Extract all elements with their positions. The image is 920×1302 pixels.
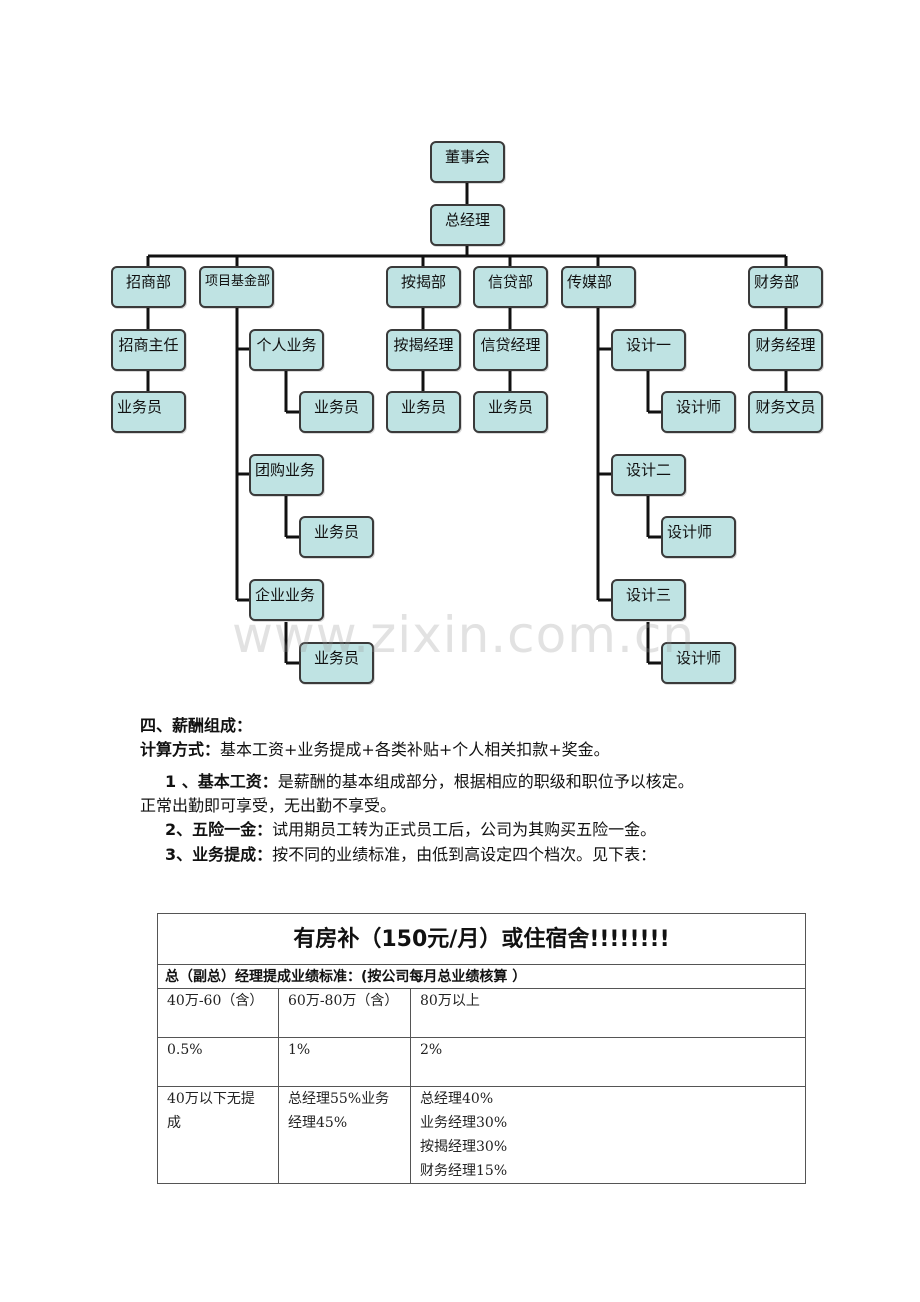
node-dept-chuanmei: 传媒部 [561,266,636,308]
table-column-divider [410,988,411,1184]
table-cell-line: 按揭经理30% [420,1139,508,1155]
table-column-divider [278,988,279,1184]
table-cell: 1% [288,1042,311,1058]
table-title: 有房补（150元/月）或住宿舍!!!!!!!! [293,927,670,952]
table-divider [158,1086,805,1087]
item1-line: 1 、基本工资：是薪酬的基本组成部分，根据相应的职级和职位予以核定。 [165,772,694,792]
item3-line: 3、业务提成：按不同的业绩标准，由低到高设定四个档次。见下表： [165,845,656,865]
item3-label: 3、业务提成： [165,845,273,864]
watermark: www.zixin.com.cn [232,606,696,664]
node-board: 董事会 [430,141,505,183]
table-cell-line: 财务经理15% [420,1163,508,1179]
node-xiangmu-group-1-staff: 业务员 [299,391,374,433]
item2-line: 2、五险一金：试用期员工转为正式员工后，公司为其购买五险一金。 [165,820,656,840]
node-anjie-staff: 业务员 [386,391,461,433]
table-cell-line: 总经理55%业务 [288,1091,390,1107]
item1-line2: 正常出勤即可享受，无出勤不享受。 [140,796,397,815]
calc-label: 计算方式： [140,740,221,759]
node-dept-caiwu: 财务部 [748,266,823,308]
node-xindai-staff: 业务员 [473,391,548,433]
node-caiwu-manager: 财务经理 [748,329,823,371]
node-chuanmei-group-1-staff: 设计师 [661,391,736,433]
calc-text: 基本工资+业务提成+各类补贴+个人相关扣款+奖金。 [220,740,610,759]
table-cell-line: 经理45% [288,1115,348,1131]
item1-label: 1 、基本工资： [165,772,278,791]
table-cell-line: 总经理40% [420,1091,494,1107]
node-zhaoshang-manager: 招商主任 [111,329,186,371]
item2-text: 试用期员工转为正式员工后，公司为其购买五险一金。 [272,820,657,839]
node-dept-zhaoshang: 招商部 [111,266,186,308]
table-cell: 0.5% [167,1042,203,1058]
item3-text: 按不同的业绩标准，由低到高设定四个档次。见下表： [272,845,657,864]
node-chuanmei-group-1: 设计一 [611,329,686,371]
calc-line: 计算方式：基本工资+业务提成+各类补贴+个人相关扣款+奖金。 [140,740,610,760]
table-cell: 总经理55%业务 经理45% [288,1087,389,1135]
table-divider [158,964,805,965]
table-cell: 总经理40% 业务经理30% 按揭经理30% 财务经理15% [420,1087,507,1183]
node-xiangmu-group-1: 个人业务 [249,329,324,371]
node-dept-xindai: 信贷部 [473,266,548,308]
node-caiwu-staff: 财务文员 [748,391,823,433]
table-cell: 80万以上 [420,993,480,1009]
org-chart: 董事会 总经理 招商部 招商主任 业务员 项目基金部 个人业务 业务员 团购业务… [111,141,823,684]
node-chuanmei-group-2: 设计二 [611,454,686,496]
node-xiangmu-group-3: 企业业务 [249,579,324,621]
node-anjie-manager: 按揭经理 [386,329,461,371]
table-divider [158,1037,805,1038]
table-divider [158,988,805,989]
node-chuanmei-group-3-staff: 设计师 [661,642,736,684]
commission-table: 有房补（150元/月）或住宿舍!!!!!!!! 总（副总）经理提成业绩标准：(按… [157,913,806,1184]
table-cell-line: 业务经理30% [420,1115,508,1131]
node-xiangmu-group-3-staff: 业务员 [299,642,374,684]
org-chart-connectors [146,182,788,665]
node-dept-xiangmu: 项目基金部 [199,266,274,308]
table-subtitle: 总（副总）经理提成业绩标准：(按公司每月总业绩核算 ） [165,969,527,985]
node-gm: 总经理 [430,204,505,246]
node-zhaoshang-staff: 业务员 [111,391,186,433]
node-dept-anjie: 按揭部 [386,266,461,308]
section-heading: 四、薪酬组成： [140,716,253,735]
table-cell: 60万-80万（含） [288,993,399,1009]
table-cell-line: 40万以下无提 [167,1091,255,1107]
node-xiangmu-group-2-staff: 业务员 [299,516,374,558]
table-cell-line: 成 [167,1115,181,1131]
node-xindai-manager: 信贷经理 [473,329,548,371]
table-cell: 2% [420,1042,443,1058]
table-cell: 40万-60（含） [167,993,264,1009]
node-xiangmu-group-2: 团购业务 [249,454,324,496]
table-cell: 40万以下无提 成 [167,1087,255,1135]
item1-text: 是薪酬的基本组成部分，根据相应的职级和职位予以核定。 [277,772,694,791]
node-chuanmei-group-3: 设计三 [611,579,686,621]
node-chuanmei-group-2-staff: 设计师 [661,516,736,558]
item2-label: 2、五险一金： [165,820,273,839]
